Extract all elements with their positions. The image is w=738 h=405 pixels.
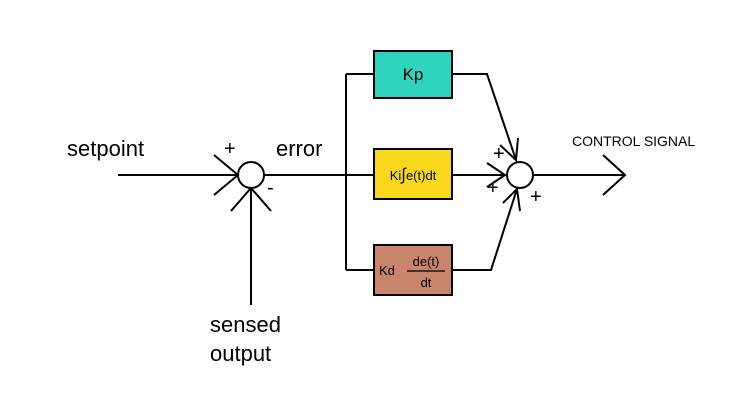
sum1-minus-sign: - [267, 177, 274, 199]
sensed-output-label-line1: sensed [210, 312, 281, 337]
kp-label: Kp [403, 65, 424, 84]
summing-junction-1 [237, 161, 265, 189]
kp-output-arrowhead [499, 137, 519, 163]
kd-output-line [452, 188, 518, 271]
sum2-plus-top: + [493, 143, 505, 165]
ki-body: e(t)dt [406, 168, 437, 183]
error-label: error [276, 136, 322, 161]
sum2-plus-mid: + [487, 177, 499, 199]
kd-denominator: dt [421, 275, 432, 290]
kd-output-arrowhead [502, 186, 521, 212]
ki-block [373, 148, 453, 200]
sum2-plus-bottom: + [530, 186, 542, 208]
kp-output-line [452, 73, 517, 161]
ki-output-arrowhead [486, 162, 507, 188]
kd-prefix: Kd [379, 263, 395, 278]
integral-symbol: ∫ [400, 165, 407, 184]
ki-prefix: Ki [390, 168, 402, 183]
summing-junction-2 [506, 161, 534, 189]
sum1-plus-sign: + [224, 138, 236, 160]
control-signal-arrowhead [602, 154, 627, 196]
sensed-output-label-line2: output [210, 341, 271, 366]
setpoint-label: setpoint [67, 136, 144, 161]
feedback-arrowhead [230, 186, 272, 212]
control-signal-label: CONTROL SIGNAL [572, 133, 695, 149]
kd-numerator: de(t) [413, 254, 440, 269]
ki-label: Ki∫e(t)dt [390, 165, 437, 184]
